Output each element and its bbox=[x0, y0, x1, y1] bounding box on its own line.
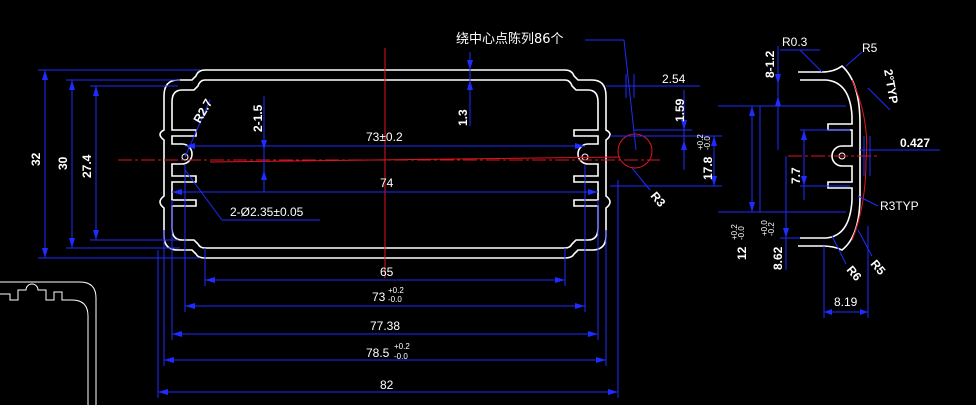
dim-12-tol-dn: -0.0 bbox=[737, 226, 746, 240]
dim-78-5: 78.5 bbox=[366, 346, 390, 360]
dim-12-tol-up: +0.2 bbox=[730, 224, 739, 240]
array-note: 绕中心点陈列86个 bbox=[456, 31, 564, 47]
dim-r3typ: R3TYP bbox=[880, 199, 919, 213]
dim-30: 30 bbox=[56, 156, 70, 170]
dim-1-3: 1.3 bbox=[456, 109, 470, 126]
dim-7-7: 7.7 bbox=[789, 167, 803, 184]
dim-77-38: 77.38 bbox=[370, 319, 400, 333]
dim-32: 32 bbox=[29, 152, 43, 166]
dim-65: 65 bbox=[380, 265, 394, 279]
dim-27-4: 27.4 bbox=[80, 154, 94, 178]
dim-r5-top: R5 bbox=[862, 41, 878, 55]
dim-78-5-tol-dn: -0.0 bbox=[394, 352, 408, 361]
dim-73-tol-dn: -0.0 bbox=[388, 295, 402, 304]
dim-8-1-2: 8-1.2 bbox=[763, 50, 777, 78]
dim-74: 74 bbox=[380, 176, 394, 190]
dim-73pm: 73±0.2 bbox=[366, 130, 403, 144]
front-dimensions: 32 30 27.4 R2.7 2-1.5 1.3 73±0.2 bbox=[29, 31, 722, 398]
dim-82: 82 bbox=[380, 378, 394, 392]
dim-17-8-tol-dn: -0.0 bbox=[703, 136, 712, 150]
dim-r0-3: R0.3 bbox=[782, 35, 808, 49]
dim-2-54: 2.54 bbox=[662, 72, 686, 86]
dim-17-8-tol-up: +0.2 bbox=[696, 134, 705, 150]
dim-holes: 2-Ø2.35±0.05 bbox=[230, 205, 304, 219]
dim-0-427: 0.427 bbox=[900, 136, 930, 150]
side-profile bbox=[788, 64, 880, 251]
dim-2deg-typ: 2°TYP bbox=[881, 68, 901, 105]
dim-r2-7: R2.7 bbox=[190, 96, 215, 125]
dim-8-62: 8.62 bbox=[771, 246, 785, 270]
dim-78-5-tol-up: +0.2 bbox=[394, 342, 410, 351]
dim-17-8: 17.8 bbox=[701, 156, 715, 180]
dim-r6: R6 bbox=[844, 263, 865, 284]
front-centerlines bbox=[118, 48, 660, 278]
dim-12: 12 bbox=[735, 246, 749, 260]
partial-detail-profile bbox=[0, 281, 97, 405]
dim-8-19: 8.19 bbox=[834, 295, 858, 309]
dim-73: 73 bbox=[372, 290, 386, 304]
side-dimensions: R0.3 R5 8-1.2 2°TYP 0.427 7.7 R3TYP 1 bbox=[718, 35, 940, 318]
dim-1-59: 1.59 bbox=[673, 98, 687, 122]
dim-r5-bottom: R5 bbox=[868, 257, 889, 278]
dim-73-tol-up: +0.2 bbox=[388, 286, 404, 295]
dim-2-1-5: 2-1.5 bbox=[251, 104, 265, 132]
dim-8-62-tol-up: +0.0 bbox=[760, 220, 769, 236]
dim-8-62-tol-dn: -0.2 bbox=[767, 222, 776, 236]
dim-r3: R3 bbox=[648, 189, 669, 210]
